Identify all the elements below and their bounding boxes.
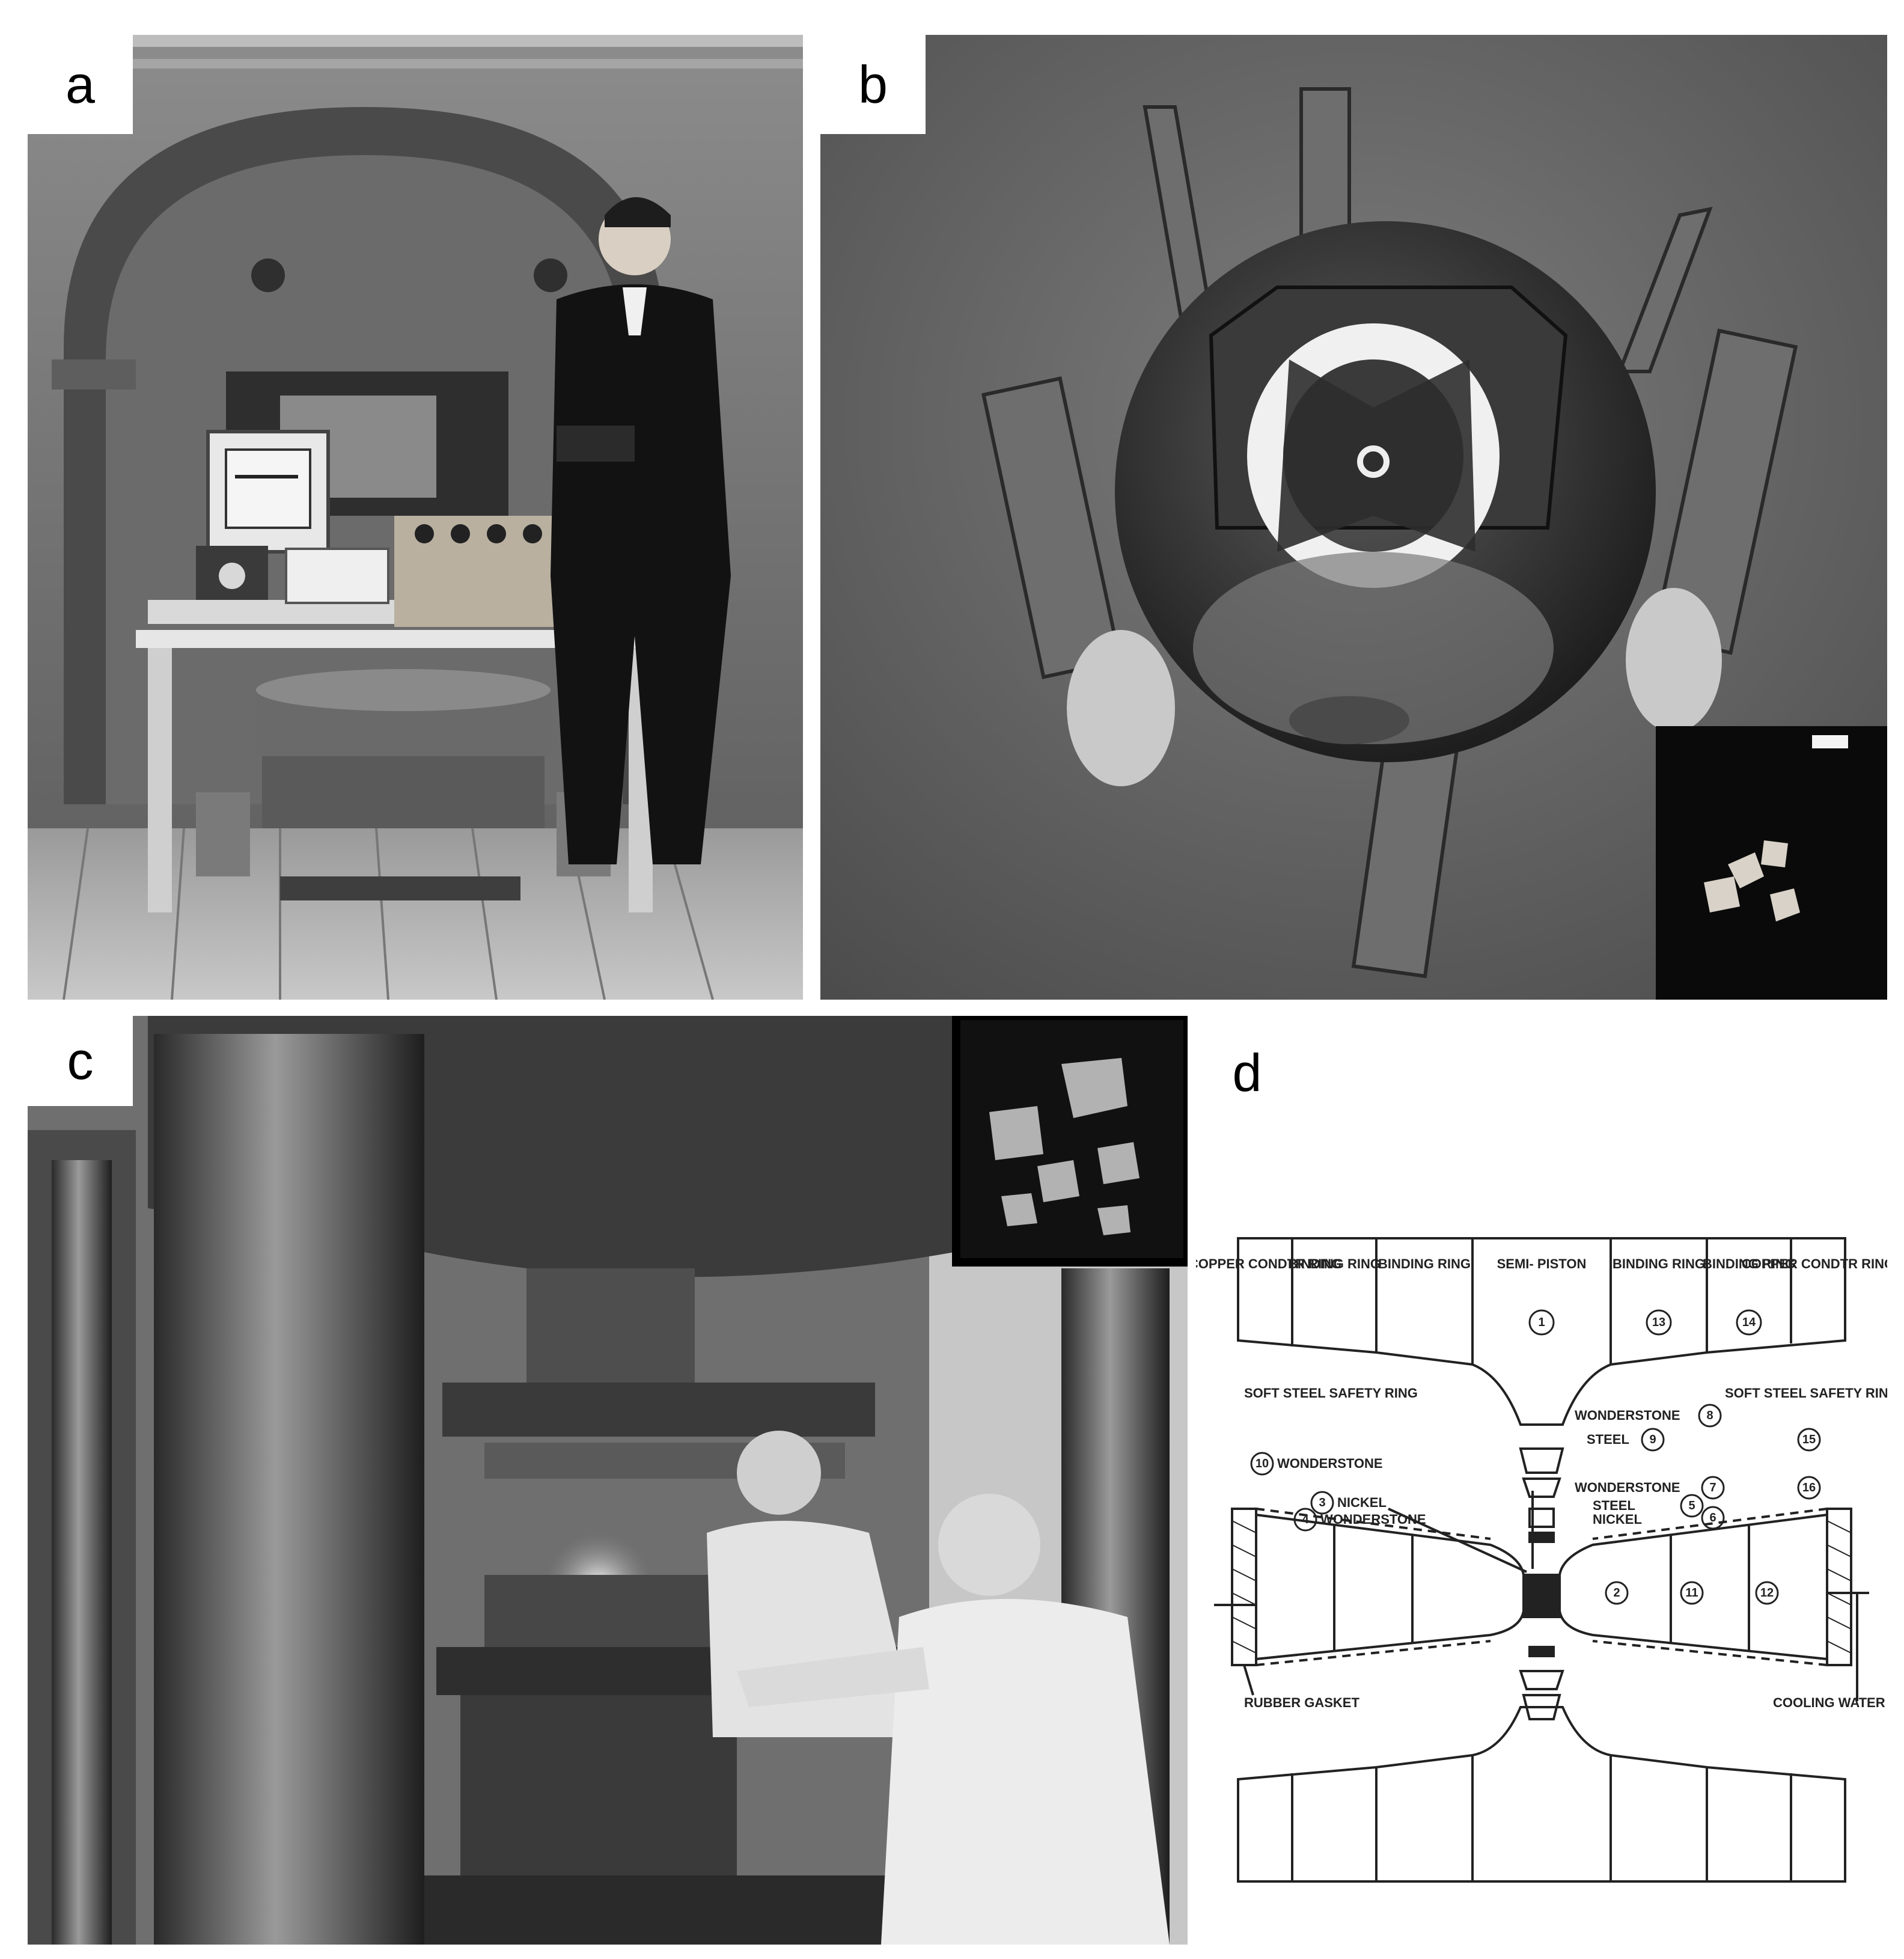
num-13: 13 <box>1652 1316 1665 1329</box>
panel-a-label: a <box>28 35 133 134</box>
panel-b-photo <box>820 35 1887 1000</box>
seg-label-copper-right: COPPER CONDTR RING <box>1742 1256 1887 1271</box>
num-14: 14 <box>1742 1316 1756 1329</box>
label-wonderstone-8: WONDERSTONE <box>1575 1408 1680 1423</box>
panel-a: a <box>28 35 803 1000</box>
num-8: 8 <box>1706 1409 1713 1422</box>
num-10: 10 <box>1256 1457 1269 1470</box>
panel-c: c <box>28 1016 1188 1945</box>
label-wonderstone-4: WONDERSTONE <box>1320 1512 1426 1527</box>
panel-b-label: b <box>820 35 926 134</box>
label-nickel-6: NICKEL <box>1593 1512 1642 1527</box>
label-wonderstone-7: WONDERSTONE <box>1575 1480 1680 1495</box>
label-rubber-gasket: RUBBER GASKET <box>1244 1695 1359 1710</box>
num-9: 9 <box>1649 1433 1656 1446</box>
panel-a-photo <box>28 35 803 1000</box>
num-11: 11 <box>1685 1586 1698 1600</box>
label-soft-steel-right: SOFT STEEL SAFETY RING <box>1725 1386 1887 1401</box>
label-cooling-water: COOLING WATER <box>1773 1695 1885 1710</box>
label-steel-9: STEEL <box>1587 1432 1629 1447</box>
label-nickel-3: NICKEL <box>1337 1495 1387 1510</box>
num-2: 2 <box>1613 1586 1620 1600</box>
seg-label-binding-3: BINDING RING <box>1613 1256 1705 1271</box>
num-16: 16 <box>1802 1481 1816 1494</box>
label-steel-5: STEEL <box>1593 1498 1635 1513</box>
num-4: 4 <box>1302 1513 1309 1526</box>
label-wonderstone-10: WONDERSTONE <box>1277 1456 1383 1471</box>
panel-c-photo <box>28 1016 1188 1945</box>
num-12: 12 <box>1760 1586 1774 1600</box>
panel-d: d <box>1196 1016 1887 1945</box>
seg-label-binding-4: BINDING RING <box>1703 1256 1795 1271</box>
num-6: 6 <box>1709 1511 1716 1524</box>
panel-c-label: c <box>28 1016 133 1106</box>
num-15: 15 <box>1802 1433 1816 1446</box>
seg-label-binding-2: BINDING RING <box>1378 1256 1471 1271</box>
label-soft-steel-left: SOFT STEEL SAFETY RING <box>1244 1386 1418 1401</box>
belt-apparatus-diagram: COPPER CONDTR RING BINDING RING BINDING … <box>1196 1237 1887 1883</box>
panel-b: b <box>820 35 1887 1000</box>
panel-d-label: d <box>1208 1028 1286 1118</box>
seg-label-semi-piston: SEMI- PISTON <box>1497 1256 1587 1271</box>
seg-label-binding-1: BINDING RING <box>1288 1256 1381 1271</box>
num-3: 3 <box>1319 1496 1325 1509</box>
seg-label-copper-left: COPPER CONDTR RING <box>1196 1256 1341 1271</box>
num-7: 7 <box>1709 1481 1716 1494</box>
num-1: 1 <box>1538 1316 1545 1329</box>
num-5: 5 <box>1688 1499 1695 1512</box>
